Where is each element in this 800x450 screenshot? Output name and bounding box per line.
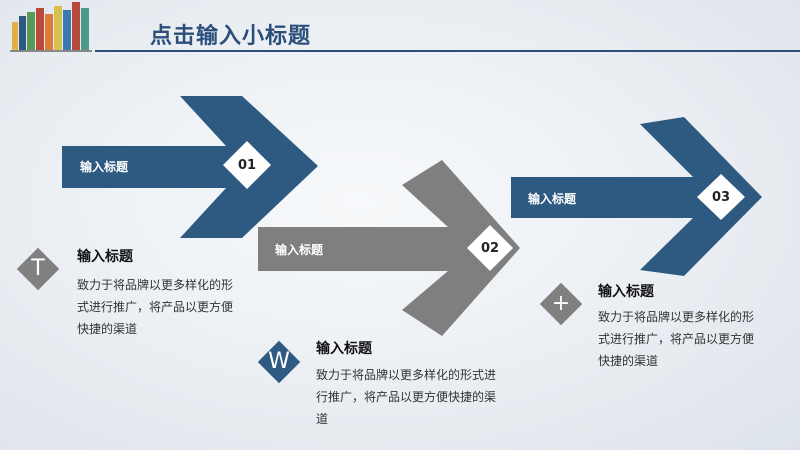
- item-1-icon: T: [31, 256, 45, 281]
- arrow-2-shape: [258, 160, 520, 336]
- books-logo-icon: [10, 2, 92, 52]
- arrow-3-number: 03: [711, 190, 731, 205]
- arrow-2-number: 02: [480, 241, 500, 256]
- arrow-1-number: 01: [237, 158, 257, 173]
- item-1-heading: 输入标题: [77, 249, 133, 265]
- item-3-heading: 输入标题: [598, 284, 654, 300]
- arrow-3-shape: [511, 117, 762, 276]
- arrow-1-label: 输入标题: [80, 160, 129, 174]
- item-2-text: 致力于将品牌以更多样化的形式进行推广，将产品以更方便快捷的渠道: [316, 368, 497, 426]
- arrow-3-diamond: [697, 174, 745, 220]
- arrow-3-label: 输入标题: [528, 192, 577, 206]
- plus-icon: +: [551, 291, 571, 316]
- arrow-1-diamond: [223, 141, 271, 189]
- page-title: 点击输入小标题: [150, 24, 312, 49]
- item-2-heading: 输入标题: [316, 341, 372, 357]
- arrow-1: [62, 96, 318, 238]
- arrow-3: [511, 117, 762, 276]
- item-2-icon: W: [268, 349, 290, 374]
- arrow-2-diamond: [467, 225, 513, 271]
- arrow-2-label: 输入标题: [275, 243, 324, 257]
- arrow-2: [258, 160, 520, 336]
- item-1-text: 致力于将品牌以更多样化的形式进行推广，将产品以更方便快捷的渠道: [77, 278, 234, 336]
- item-3-text: 致力于将品牌以更多样化的形式进行推广，将产品以更方便快捷的渠道: [598, 310, 755, 368]
- title-divider: [95, 50, 800, 52]
- arrow-1-shape: [62, 96, 318, 238]
